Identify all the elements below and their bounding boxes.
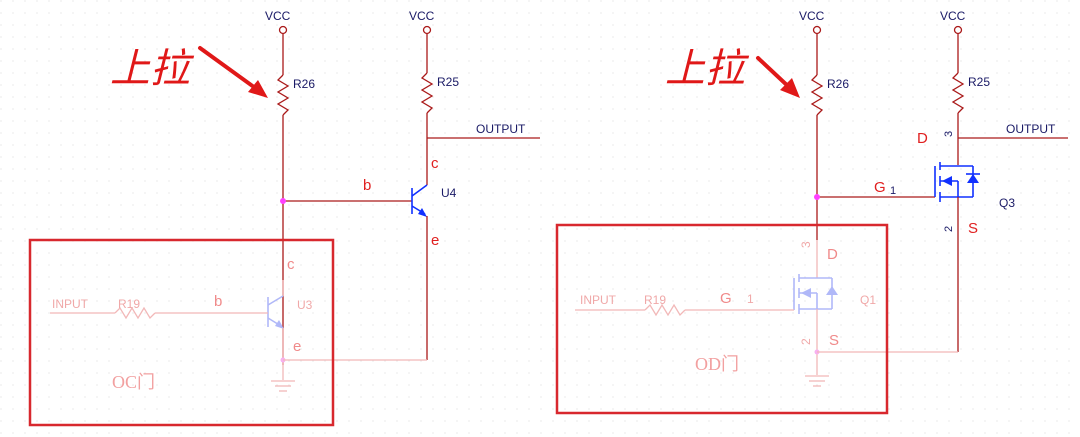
vcc-terminal: [812, 25, 822, 35]
od-gate-box: [555, 223, 889, 415]
q1-pin-3: 3: [799, 241, 813, 248]
resistor-r26: [276, 74, 290, 116]
q1-gate-label: G: [720, 290, 732, 307]
resistor-r25: [420, 72, 434, 114]
vcc-label: VCC: [799, 9, 825, 23]
q1-source-label: S: [829, 332, 839, 349]
r19-label: R19: [118, 297, 140, 311]
vcc-terminal: [278, 25, 288, 35]
oc-gate-internal: INPUT R19 b c U3 e OC门: [50, 256, 427, 392]
u3-base-label: b: [214, 293, 222, 310]
u4-emitter-label: e: [431, 232, 439, 249]
r25-label: R25: [437, 75, 459, 89]
vcc-label: VCC: [940, 9, 966, 23]
input-label: INPUT: [52, 297, 89, 311]
resistor-r25: [951, 72, 965, 114]
q1-drain-label: D: [827, 246, 838, 263]
u4-collector-label: c: [431, 155, 439, 172]
right-circuit: VCC R26 VCC R25 OUTPUT D 3 G 1: [555, 9, 1068, 415]
handwritten-annotation: 上拉: [110, 46, 195, 92]
u4-base-label: b: [363, 177, 371, 194]
u3-label: U3: [297, 298, 313, 312]
vcc-label: VCC: [409, 9, 435, 23]
transistor-u4: [411, 184, 428, 217]
oc-gate-box: [28, 238, 335, 427]
oc-gate-label: OC门: [112, 372, 155, 392]
q1-label: Q1: [860, 293, 876, 307]
u4-label: U4: [441, 186, 457, 200]
junction-dot: [280, 198, 286, 204]
annotation-arrow: [756, 56, 792, 90]
resistor-r26: [810, 74, 824, 116]
output-label: OUTPUT: [1006, 122, 1056, 136]
q3-pin-2: 2: [943, 226, 955, 232]
annotation-arrow: [198, 46, 260, 92]
output-label: OUTPUT: [476, 122, 526, 136]
u3-collector-label: c: [287, 256, 295, 273]
mosfet-q3: [934, 162, 980, 202]
q3-pin-1: 1: [890, 185, 896, 197]
q3-source-label: S: [968, 220, 978, 237]
vcc-label: VCC: [265, 9, 291, 23]
q3-label: Q3: [999, 196, 1015, 210]
r19-label: R19: [644, 293, 666, 307]
q1-pin-2: 2: [799, 338, 813, 345]
u3-emitter-label: e: [293, 338, 301, 355]
od-gate-label: OD门: [695, 354, 739, 374]
left-circuit: VCC R26 VCC R25 OUTPUT b c U4 e: [28, 9, 540, 427]
vcc-terminal: [953, 25, 963, 35]
r26-label: R26: [293, 77, 315, 91]
q3-gate-label: G: [874, 179, 886, 196]
q3-drain-label: D: [917, 130, 928, 147]
q3-pin-3: 3: [943, 131, 955, 137]
r25-label: R25: [968, 75, 990, 89]
r26-label: R26: [827, 77, 849, 91]
q1-pin-1: 1: [747, 292, 754, 306]
vcc-terminal: [422, 25, 432, 35]
handwritten-annotation: 上拉: [665, 46, 750, 92]
junction-dot: [814, 194, 820, 200]
input-label: INPUT: [580, 293, 617, 307]
